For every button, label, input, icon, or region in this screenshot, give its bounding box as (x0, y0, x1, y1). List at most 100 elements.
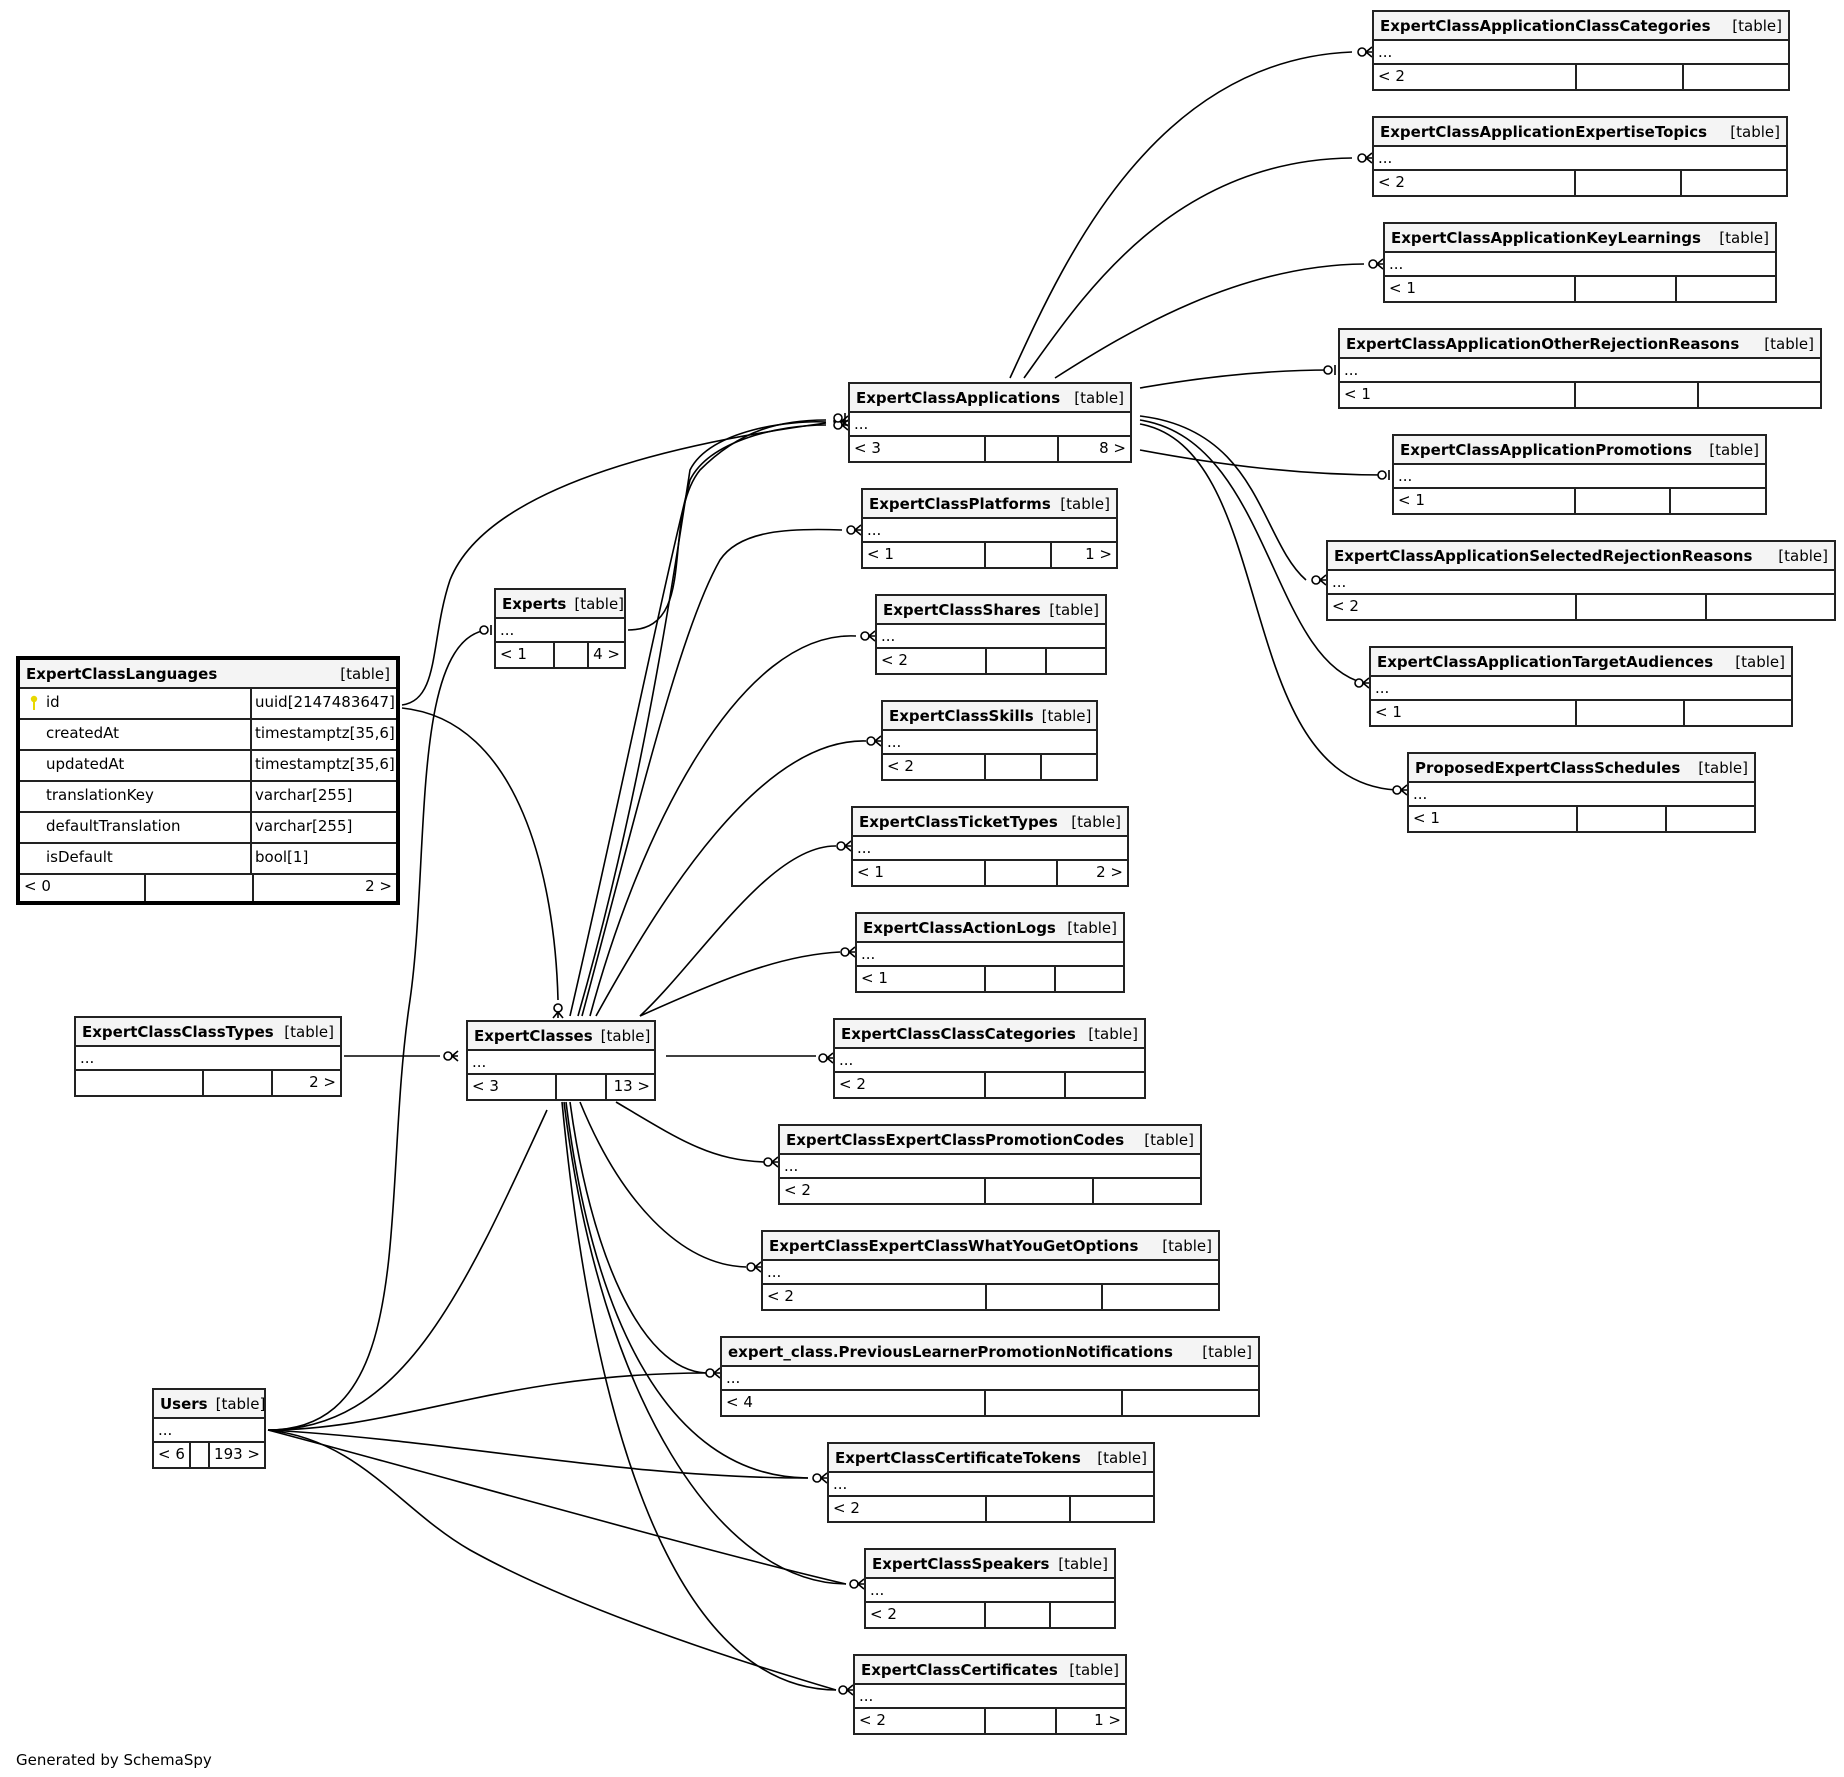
table-name[interactable]: ExpertClassClassCategories (841, 1024, 1076, 1043)
table-name[interactable]: ProposedExpertClassSchedules (1415, 758, 1681, 777)
table-name[interactable]: ExpertClassCertificateTokens (835, 1448, 1081, 1467)
children-count[interactable]: 1 > (1054, 1709, 1126, 1733)
table-name[interactable]: ExpertClassApplicationOtherRejectionReas… (1346, 334, 1740, 353)
table-expertclassapplicationkeylearnings[interactable]: ExpertClassApplicationKeyLearnings[table… (1383, 222, 1777, 303)
children-count[interactable] (1092, 1179, 1200, 1203)
parents-count[interactable]: < 1 (1413, 809, 1440, 827)
collapsed-columns[interactable]: ... (866, 1579, 1114, 1603)
children-count[interactable]: 2 > (252, 875, 396, 901)
collapsed-columns[interactable]: ... (857, 943, 1123, 967)
table-expertclassskills[interactable]: ExpertClassSkills[table]...< 2 (881, 700, 1098, 781)
collapsed-columns[interactable]: ... (855, 1685, 1125, 1709)
table-expertclassclasscategories[interactable]: ExpertClassClassCategories[table]...< 2 (833, 1018, 1146, 1099)
collapsed-columns[interactable]: ... (883, 731, 1096, 755)
collapsed-columns[interactable]: ... (1374, 147, 1786, 171)
parents-count[interactable]: < 3 (854, 439, 881, 457)
collapsed-columns[interactable]: ... (853, 837, 1127, 861)
table-expertclassapplicationotherrejectionreasons[interactable]: ExpertClassApplicationOtherRejectionReas… (1338, 328, 1822, 409)
collapsed-columns[interactable]: ... (1371, 677, 1791, 701)
children-count[interactable] (1680, 171, 1786, 195)
parents-count[interactable]: < 1 (1344, 385, 1371, 403)
collapsed-columns[interactable]: ... (76, 1047, 340, 1071)
parents-count[interactable] (76, 1071, 202, 1095)
parents-count[interactable]: < 1 (1375, 703, 1402, 721)
table-name[interactable]: Experts (502, 594, 567, 613)
collapsed-columns[interactable]: ... (877, 625, 1105, 649)
collapsed-columns[interactable]: ... (722, 1367, 1258, 1391)
children-count[interactable]: 8 > (1057, 437, 1130, 461)
table-expertclassapplicationselectedrejectionreasons[interactable]: ExpertClassApplicationSelectedRejectionR… (1326, 540, 1836, 621)
table-name[interactable]: ExpertClassSpeakers (872, 1554, 1050, 1573)
collapsed-columns[interactable]: ... (763, 1261, 1218, 1285)
collapsed-columns[interactable]: ... (780, 1155, 1200, 1179)
children-count[interactable] (1045, 649, 1105, 673)
collapsed-columns[interactable]: ... (1394, 465, 1765, 489)
table-expertclassshares[interactable]: ExpertClassShares[table]...< 2 (875, 594, 1107, 675)
table-name[interactable]: expert_class.PreviousLearnerPromotionNot… (728, 1342, 1173, 1361)
table-name[interactable]: ExpertClassShares (883, 600, 1041, 619)
table-name[interactable]: ExpertClassPlatforms (869, 494, 1051, 513)
table-name[interactable]: ExpertClassActionLogs (863, 918, 1056, 937)
parents-count[interactable]: < 6 (158, 1445, 185, 1463)
table-expertclassspeakers[interactable]: ExpertClassSpeakers[table]...< 2 (864, 1548, 1116, 1629)
parents-count[interactable]: < 1 (1389, 279, 1416, 297)
table-name[interactable]: ExpertClassApplicationClassCategories (1380, 16, 1711, 35)
table-expertclassexpertclasspromotioncodes[interactable]: ExpertClassExpertClassPromotionCodes[tab… (778, 1124, 1202, 1205)
children-count[interactable]: 2 > (271, 1071, 340, 1095)
table-name[interactable]: ExpertClassExpertClassPromotionCodes (786, 1130, 1125, 1149)
parents-count[interactable]: < 2 (881, 651, 908, 669)
table-name[interactable]: ExpertClassApplications (856, 388, 1061, 407)
children-count[interactable] (1664, 807, 1754, 831)
collapsed-columns[interactable]: ... (1374, 41, 1788, 65)
table-expertclassapplicationclasscategories[interactable]: ExpertClassApplicationClassCategories[ta… (1372, 10, 1790, 91)
table-expertclassclasstypes[interactable]: ExpertClassClassTypes[table]...2 > (74, 1016, 342, 1097)
children-count[interactable]: 193 > (208, 1443, 264, 1467)
parents-count[interactable]: < 2 (833, 1499, 860, 1517)
parents-count[interactable]: < 2 (1332, 597, 1359, 615)
parents-count[interactable]: < 1 (867, 545, 894, 563)
table-expertclassactionlogs[interactable]: ExpertClassActionLogs[table]...< 1 (855, 912, 1125, 993)
table-name[interactable]: ExpertClassApplicationSelectedRejectionR… (1334, 546, 1753, 565)
parents-count[interactable]: < 2 (887, 757, 914, 775)
children-count[interactable] (1683, 701, 1791, 725)
parents-count[interactable]: < 1 (857, 863, 884, 881)
table-name[interactable]: ExpertClassCertificates (861, 1660, 1058, 1679)
table-expertclasscertificatetokens[interactable]: ExpertClassCertificateTokens[table]...< … (827, 1442, 1155, 1523)
collapsed-columns[interactable]: ... (1328, 571, 1834, 595)
collapsed-columns[interactable]: ... (1385, 253, 1775, 277)
collapsed-columns[interactable]: ... (829, 1473, 1153, 1497)
collapsed-columns[interactable]: ... (154, 1419, 264, 1443)
collapsed-columns[interactable]: ... (468, 1051, 654, 1075)
parents-count[interactable]: < 2 (839, 1075, 866, 1093)
table-expertclassapplicationexpertisetopics[interactable]: ExpertClassApplicationExpertiseTopics[ta… (1372, 116, 1788, 197)
table-name[interactable]: ExpertClassApplicationKeyLearnings (1391, 228, 1701, 247)
children-count[interactable] (1069, 1497, 1153, 1521)
children-count[interactable] (1049, 1603, 1114, 1627)
table-expert-class-previouslearnerpromotionnotifications[interactable]: expert_class.PreviousLearnerPromotionNot… (720, 1336, 1260, 1417)
children-count[interactable]: 13 > (604, 1075, 655, 1099)
table-name[interactable]: Users (160, 1394, 208, 1413)
parents-count[interactable]: < 2 (784, 1181, 811, 1199)
table-name[interactable]: ExpertClassTicketTypes (859, 812, 1058, 831)
children-count[interactable] (1697, 383, 1820, 407)
table-name[interactable]: ExpertClassExpertClassWhatYouGetOptions (769, 1236, 1139, 1255)
parents-count[interactable]: < 1 (500, 645, 527, 663)
table-expertclassapplicationtargetaudiences[interactable]: ExpertClassApplicationTargetAudiences[ta… (1369, 646, 1793, 727)
children-count[interactable]: 4 > (587, 643, 624, 667)
collapsed-columns[interactable]: ... (496, 619, 624, 643)
table-proposedexpertclassschedules[interactable]: ProposedExpertClassSchedules[table]...< … (1407, 752, 1756, 833)
table-name[interactable]: ExpertClassSkills (889, 706, 1034, 725)
collapsed-columns[interactable]: ... (1340, 359, 1820, 383)
children-count[interactable] (1101, 1285, 1218, 1309)
table-name[interactable]: ExpertClassLanguages (26, 664, 218, 683)
children-count[interactable] (1674, 277, 1776, 301)
parents-count[interactable]: < 3 (472, 1077, 499, 1095)
children-count[interactable] (1053, 967, 1124, 991)
children-count[interactable] (1669, 489, 1765, 513)
children-count[interactable]: 1 > (1049, 543, 1116, 567)
